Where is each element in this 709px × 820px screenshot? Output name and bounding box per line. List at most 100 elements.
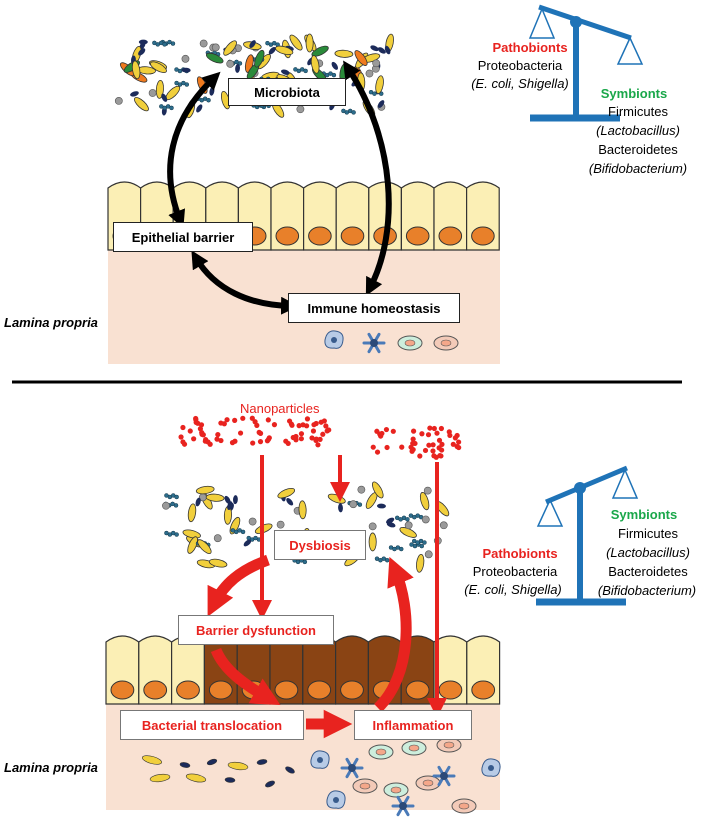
- nanoparticle: [399, 444, 405, 450]
- nanoparticle: [430, 448, 436, 454]
- nanoparticle: [410, 436, 416, 442]
- bacterium-coccus: [357, 485, 366, 494]
- pathobionts-phylum-bottom: Proteobacteria: [472, 564, 558, 579]
- bacterium-small: [377, 47, 386, 54]
- immune-cells-top: [324, 330, 459, 354]
- nanoparticle: [433, 454, 439, 460]
- arrow-epithelial-immune: [191, 250, 299, 315]
- bacterium-chain: [237, 61, 243, 66]
- bacterium-chain: [331, 72, 337, 78]
- bacterium-small: [370, 45, 379, 52]
- dendritic-cell: [440, 772, 448, 780]
- bacterium-chain: [384, 557, 390, 563]
- macrophage-nucleus: [317, 757, 323, 763]
- bacterium-rod: [327, 493, 346, 504]
- nanoparticle: [315, 442, 321, 448]
- pathobionts-title-bottom: Pathobionts: [482, 546, 558, 561]
- nanoparticle: [232, 417, 238, 423]
- bacterium-small: [138, 48, 146, 56]
- dendritic-cell: [348, 764, 356, 772]
- nanoparticle: [215, 431, 221, 438]
- bacterium-chain: [170, 41, 176, 46]
- bacterium-coccus: [372, 59, 381, 68]
- nanoparticle: [293, 437, 299, 443]
- bacterium-rod: [205, 493, 225, 502]
- bacterium-coccus: [226, 59, 235, 68]
- bacterium-chain: [357, 502, 363, 507]
- lamina-propria-label-top: Lamina propria: [4, 315, 98, 330]
- nanoparticle: [412, 440, 418, 447]
- bacterium-small: [138, 39, 148, 45]
- bacterium-coccus: [296, 105, 305, 114]
- translocated-bacterium: [265, 780, 275, 788]
- bacterium-chain: [398, 546, 404, 552]
- nanoparticle: [256, 429, 262, 435]
- bacterium-rod: [254, 49, 265, 68]
- translocated-bacteria: [141, 755, 295, 788]
- nanoparticle: [439, 447, 445, 453]
- nanoparticle: [317, 436, 323, 442]
- translocated-bacterium: [285, 766, 295, 774]
- cell-nucleus: [438, 226, 463, 246]
- bacterium-rod: [310, 55, 320, 74]
- nanoparticle: [257, 439, 264, 445]
- nanoparticle: [434, 430, 440, 436]
- nanoparticle: [323, 423, 329, 429]
- lymphocyte-nucleus: [375, 748, 387, 756]
- bacterium-chain: [419, 543, 425, 549]
- cell-nucleus: [176, 680, 200, 700]
- bacterium-coccus: [276, 520, 285, 529]
- bacterium-small: [130, 91, 139, 97]
- bacterium-coccus: [421, 515, 430, 524]
- nanoparticles-label: Nanoparticles: [240, 401, 320, 416]
- bacterium-rod: [208, 558, 228, 568]
- bacterium-rod: [205, 52, 224, 64]
- nanoparticle: [309, 435, 315, 441]
- epithelial-barrier-box: Epithelial barrier: [113, 222, 253, 252]
- cell-nucleus: [471, 226, 495, 246]
- cell-nucleus: [308, 226, 332, 246]
- macrophage-nucleus: [331, 337, 337, 343]
- bacterium-coccus: [424, 550, 433, 559]
- bacterium-rod: [375, 75, 384, 94]
- symbionts-title-top: Symbionts: [600, 86, 668, 101]
- nanoparticle: [427, 425, 433, 431]
- nanoparticle: [447, 432, 453, 439]
- nanoparticle: [218, 437, 224, 444]
- bacterium-rod: [197, 539, 212, 554]
- nanoparticle: [439, 441, 445, 447]
- bacterium-chain: [422, 540, 427, 545]
- bacterium-chain: [162, 42, 167, 47]
- nanoparticle: [249, 415, 255, 421]
- bacterium-rod: [368, 532, 377, 552]
- bacterium-rod: [195, 485, 215, 495]
- nanoparticle: [304, 416, 311, 422]
- bacterium-chain: [169, 105, 174, 111]
- bacterium-rod: [187, 536, 198, 554]
- nanoparticle: [378, 433, 384, 439]
- bacterium-coccus: [248, 517, 257, 526]
- bacterium-small: [224, 495, 231, 505]
- immune-cells-bottom: [310, 737, 501, 817]
- bacterium-coccus: [365, 69, 374, 78]
- bacterium-rod: [334, 49, 354, 58]
- nanoparticle: [374, 449, 381, 455]
- bacterium-small: [386, 517, 395, 524]
- bacterium-chain: [303, 68, 308, 74]
- bacterium-small: [161, 93, 168, 102]
- nanoparticle: [324, 428, 330, 434]
- symbionts-phylum2-bottom: Bacteroidetes: [608, 564, 688, 579]
- symbionts-phylum1-top: Firmicutes: [608, 104, 668, 119]
- bacterium-coccus: [181, 54, 190, 63]
- translocated-bacterium: [179, 762, 191, 768]
- cell-nucleus: [438, 680, 463, 700]
- bacterium-coccus: [162, 501, 170, 510]
- nanoparticle: [283, 438, 289, 444]
- lymphocyte-nucleus: [440, 339, 452, 347]
- bacterium-coccus: [404, 521, 413, 530]
- nanoparticle: [370, 444, 376, 450]
- bacterium-chain: [184, 82, 190, 87]
- pathobionts-genera-top: (E. coli, Shigella): [471, 76, 569, 91]
- nanoparticle: [321, 418, 327, 424]
